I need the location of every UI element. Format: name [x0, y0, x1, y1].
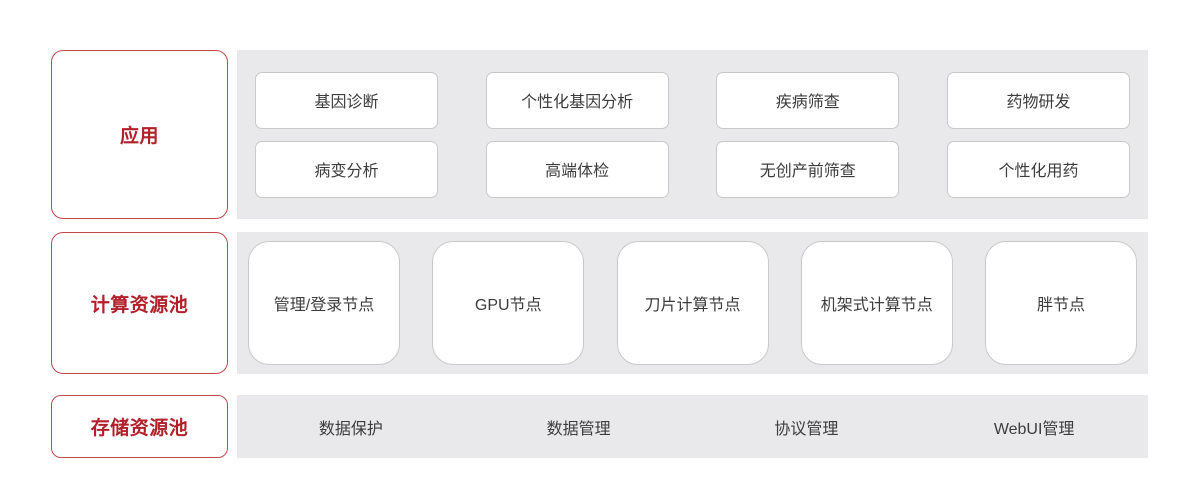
- compute-node-card[interactable]: 胖节点: [985, 241, 1137, 365]
- compute-pool-row-label: 计算资源池: [51, 232, 228, 374]
- compute-node-card[interactable]: 管理/登录节点: [248, 241, 400, 365]
- application-card-label: 无创产前筛查: [759, 163, 856, 180]
- application-row: 应用 基因诊断 个性化基因分析 疾病筛查 药物研发 病变分析: [51, 50, 1148, 219]
- application-card-label: 药物研发: [1006, 94, 1071, 111]
- storage-pool-row: 存储资源池 数据保护 数据管理 协议管理 WebUI管理: [51, 395, 1148, 458]
- compute-node-card[interactable]: 机架式计算节点: [800, 241, 953, 365]
- storage-feature-item[interactable]: 数据管理: [465, 415, 693, 439]
- storage-feature-label: 协议管理: [774, 420, 839, 438]
- storage-feature-item[interactable]: WebUI管理: [920, 415, 1148, 439]
- application-panel: 基因诊断 个性化基因分析 疾病筛查 药物研发 病变分析 高端体检: [237, 50, 1148, 219]
- application-card[interactable]: 无创产前筛查: [716, 140, 900, 198]
- compute-node-card-label: 机架式计算节点: [820, 297, 933, 314]
- compute-node-card-label: GPU节点: [474, 297, 542, 314]
- application-card-label: 疾病筛查: [775, 94, 840, 111]
- application-card-label: 个性化基因分析: [521, 94, 634, 111]
- storage-pool-row-label: 存储资源池: [51, 395, 228, 458]
- storage-pool-row-label-text: 存储资源池: [90, 418, 189, 439]
- application-card-label: 病变分析: [314, 163, 379, 180]
- compute-node-card-label: 管理/登录节点: [273, 297, 375, 314]
- compute-node-card[interactable]: 刀片计算节点: [616, 241, 769, 365]
- application-card-label: 个性化用药: [998, 163, 1079, 180]
- storage-feature-label: 数据管理: [546, 420, 611, 438]
- application-card[interactable]: 药物研发: [946, 71, 1130, 129]
- application-card[interactable]: 基因诊断: [255, 71, 438, 129]
- compute-node-card-label: 胖节点: [1036, 297, 1085, 314]
- compute-node-card[interactable]: GPU节点: [432, 241, 585, 365]
- storage-pool-panel: 数据保护 数据管理 协议管理 WebUI管理: [237, 395, 1148, 458]
- storage-feature-label: 数据保护: [318, 420, 383, 438]
- application-card-grid-top: 基因诊断 个性化基因分析 疾病筛查 药物研发: [255, 71, 1130, 129]
- application-card[interactable]: 高端体检: [485, 140, 669, 198]
- application-card-grid-bottom: 病变分析 高端体检 无创产前筛查 个性化用药: [255, 140, 1130, 198]
- compute-pool-panel: 管理/登录节点 GPU节点 刀片计算节点 机架式计算节点 胖节点: [237, 232, 1148, 374]
- application-card-label: 高端体检: [545, 163, 610, 180]
- application-card[interactable]: 个性化用药: [946, 140, 1130, 198]
- storage-feature-item[interactable]: 数据保护: [237, 415, 465, 439]
- storage-feature-item[interactable]: 协议管理: [693, 415, 921, 439]
- compute-node-card-label: 刀片计算节点: [644, 297, 741, 314]
- storage-feature-label: WebUI管理: [993, 420, 1075, 438]
- application-card[interactable]: 病变分析: [255, 140, 438, 198]
- application-card-label: 基因诊断: [314, 94, 379, 111]
- application-row-label-text: 应用: [119, 126, 159, 147]
- application-card[interactable]: 个性化基因分析: [485, 71, 669, 129]
- compute-pool-row-label-text: 计算资源池: [90, 294, 189, 316]
- application-card[interactable]: 疾病筛查: [716, 71, 900, 129]
- compute-pool-row: 计算资源池 管理/登录节点 GPU节点 刀片计算节点 机架式计算节点 胖节点: [51, 232, 1148, 374]
- application-row-label: 应用: [51, 50, 228, 219]
